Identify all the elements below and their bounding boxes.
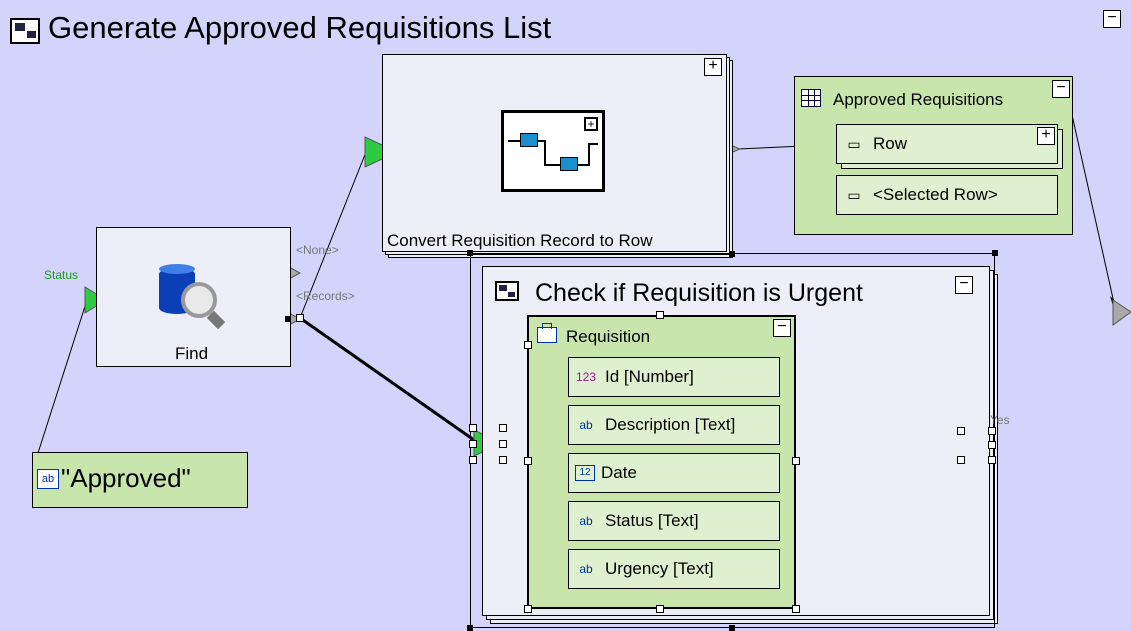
selected-row-label: <Selected Row>	[873, 185, 998, 204]
expand-button[interactable]: +	[704, 58, 722, 76]
find-input-port	[84, 286, 107, 314]
selection-handle[interactable]	[285, 316, 291, 322]
row-icon: ▭	[847, 186, 861, 203]
selection-handle[interactable]	[988, 427, 996, 435]
text-type-icon: ab	[37, 469, 59, 489]
number-type-icon: 123	[575, 370, 597, 384]
field-label: Description [Text]	[605, 415, 736, 434]
approved-output-port	[1112, 299, 1131, 326]
selection-handle[interactable]	[992, 250, 998, 256]
convert-step-label: Convert Requisition Record to Row	[387, 231, 653, 250]
field-label: Date	[601, 463, 637, 482]
convert-input-port	[364, 136, 399, 168]
date-type-icon: 12	[575, 465, 595, 481]
collapse-button[interactable]: −	[955, 276, 973, 294]
selection-handle[interactable]	[469, 456, 477, 464]
approved-constant[interactable]: ab "Approved"	[32, 452, 248, 508]
selection-handle[interactable]	[524, 457, 532, 465]
frame-icon	[495, 281, 519, 301]
text-type-icon: ab	[579, 562, 593, 576]
records-port-label: <Records>	[296, 289, 355, 303]
row-icon: ▭	[847, 135, 861, 152]
selection-handle[interactable]	[524, 605, 532, 613]
row-item[interactable]: ▭ Row +	[836, 124, 1058, 164]
field-date[interactable]: 12 Date	[568, 453, 780, 493]
selection-handle[interactable]	[499, 424, 507, 432]
page-title: Generate Approved Requisitions List	[48, 10, 552, 45]
selection-handle[interactable]	[957, 427, 965, 435]
selection-handle[interactable]	[656, 605, 664, 613]
selection-handle[interactable]	[729, 625, 735, 631]
convert-requisition-step[interactable]: + + Convert Requisition Record to Row	[382, 54, 727, 252]
field-label: Id [Number]	[605, 367, 694, 386]
selection-handle[interactable]	[467, 250, 473, 256]
selection-handle[interactable]	[469, 440, 477, 448]
text-type-icon: ab	[579, 418, 593, 432]
field-description[interactable]: ab Description [Text]	[568, 405, 780, 445]
collapse-button[interactable]: −	[773, 319, 791, 337]
field-label: Status [Text]	[605, 511, 699, 530]
status-port-label: Status	[44, 268, 79, 282]
selection-handle[interactable]	[469, 424, 477, 432]
field-urgency[interactable]: ab Urgency [Text]	[568, 549, 780, 589]
selection-handle[interactable]	[792, 457, 800, 465]
find-step-label: Find	[175, 344, 209, 363]
constant-value: "Approved"	[61, 463, 191, 493]
collapse-button[interactable]: −	[1103, 10, 1121, 28]
frame-icon	[10, 18, 40, 44]
subprocess-icon: +	[501, 110, 605, 192]
field-label: Urgency [Text]	[605, 559, 714, 578]
selection-handle[interactable]	[524, 341, 532, 349]
selection-handle[interactable]	[467, 625, 473, 631]
selection-handle[interactable]	[729, 251, 735, 257]
field-id[interactable]: 123 Id [Number]	[568, 357, 780, 397]
selection-handle[interactable]	[792, 605, 800, 613]
requisition-title: Requisition	[566, 327, 651, 346]
selected-row-item[interactable]: ▭ <Selected Row>	[836, 175, 1058, 215]
connector-handle[interactable]	[296, 314, 304, 322]
none-port-label: <None>	[296, 243, 339, 257]
selection-handle[interactable]	[957, 456, 965, 464]
text-type-icon: ab	[579, 514, 593, 528]
database-search-icon	[159, 262, 226, 330]
collapse-button[interactable]: −	[1052, 80, 1070, 98]
entity-icon	[537, 323, 557, 343]
expand-button[interactable]: +	[1037, 127, 1055, 145]
row-item-label: Row	[873, 134, 908, 153]
find-step[interactable]: Find	[96, 227, 291, 367]
selection-handle[interactable]	[988, 441, 996, 449]
selection-handle[interactable]	[499, 440, 507, 448]
approved-requisitions-title: Approved Requisitions	[833, 90, 1004, 109]
selection-handle[interactable]	[988, 456, 996, 464]
urgent-check-title: Check if Requisition is Urgent	[535, 279, 863, 307]
table-icon	[801, 89, 821, 107]
field-status[interactable]: ab Status [Text]	[568, 501, 780, 541]
selection-handle[interactable]	[499, 456, 507, 464]
selection-handle[interactable]	[656, 311, 664, 319]
